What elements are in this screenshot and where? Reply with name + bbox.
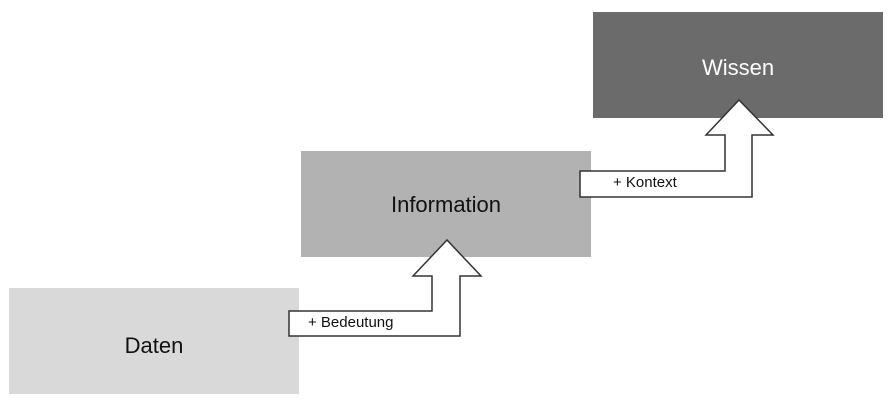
box-daten-label: Daten: [124, 333, 184, 358]
arrow-kontext-label: + Kontext: [613, 174, 677, 191]
box-wissen: Wissen: [593, 12, 883, 118]
box-wissen-label: Wissen: [701, 55, 775, 80]
box-information: Information: [301, 151, 591, 257]
box-daten: Daten: [9, 288, 299, 394]
arrow-bedeutung-label: + Bedeutung: [308, 314, 394, 331]
box-information-label: Information: [390, 192, 502, 217]
